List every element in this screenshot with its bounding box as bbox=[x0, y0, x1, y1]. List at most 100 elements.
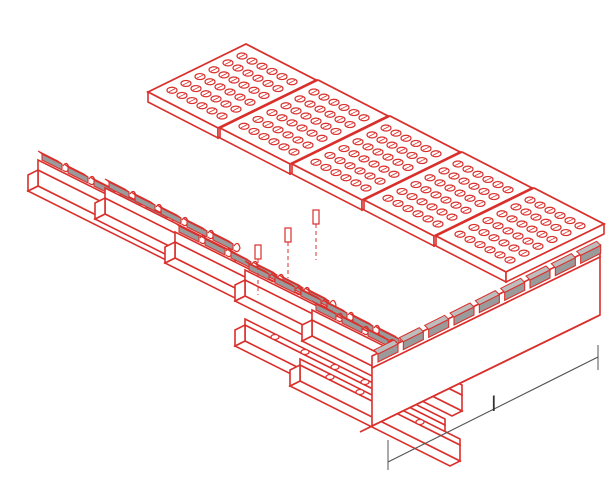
hole-hatch bbox=[376, 179, 384, 184]
hole-hatch bbox=[476, 242, 484, 247]
hole-hatch bbox=[192, 86, 200, 91]
hole-hatch bbox=[490, 235, 498, 240]
hole-hatch bbox=[210, 67, 218, 72]
pad-top bbox=[156, 204, 182, 219]
hole-hatch bbox=[484, 218, 492, 223]
hole-hatch bbox=[316, 107, 324, 112]
hole-hatch bbox=[250, 88, 258, 93]
bolt-1 bbox=[284, 227, 292, 278]
hole-hatch bbox=[248, 59, 256, 64]
hole-hatch bbox=[304, 143, 312, 148]
hole-hatch bbox=[390, 172, 398, 177]
hole-hatch bbox=[292, 108, 300, 113]
hole-hatch bbox=[418, 158, 426, 163]
hole-hatch bbox=[268, 110, 276, 115]
hole-hatch bbox=[274, 127, 282, 132]
clip-hook bbox=[233, 242, 241, 253]
hole-hatch bbox=[226, 90, 234, 94]
pad-top bbox=[208, 230, 234, 245]
hole-hatch bbox=[240, 124, 248, 129]
hole-hatch bbox=[244, 71, 252, 76]
hole-hatch bbox=[278, 115, 286, 120]
hole-hatch bbox=[312, 119, 320, 124]
hole-hatch bbox=[462, 208, 470, 213]
hole-hatch bbox=[480, 230, 488, 235]
hole-hatch bbox=[566, 218, 574, 223]
perforated-panels bbox=[145, 42, 607, 284]
hole-hatch bbox=[556, 213, 564, 218]
hole-hatch bbox=[504, 228, 512, 233]
hole-hatch bbox=[562, 230, 570, 235]
hole-hatch bbox=[508, 216, 516, 221]
hole-hatch bbox=[356, 168, 364, 173]
hole-hatch bbox=[322, 124, 330, 129]
bolt-hole bbox=[300, 348, 310, 356]
hole-hatch bbox=[426, 175, 434, 180]
hole-hatch bbox=[470, 184, 478, 189]
hole-hatch bbox=[436, 180, 444, 185]
hole-hatch bbox=[464, 167, 472, 172]
hole-hatch bbox=[326, 112, 334, 117]
front-pad-top bbox=[525, 265, 551, 281]
pad-top bbox=[304, 287, 330, 302]
hole-hatch bbox=[340, 146, 348, 151]
hole-hatch bbox=[196, 74, 204, 79]
hole-hatch bbox=[216, 84, 224, 89]
hole-hatch bbox=[374, 150, 382, 154]
hole-hatch bbox=[392, 131, 400, 136]
pad-top bbox=[322, 299, 348, 314]
hole-hatch bbox=[428, 204, 436, 209]
hole-hatch bbox=[382, 126, 390, 130]
hole-hatch bbox=[394, 160, 402, 165]
hole-hatch bbox=[236, 95, 244, 100]
front-beam bbox=[359, 240, 602, 433]
hole-hatch bbox=[418, 199, 426, 204]
pad-top bbox=[182, 217, 208, 232]
front-pad-top bbox=[373, 339, 399, 355]
hole-hatch bbox=[318, 136, 326, 141]
hole-hatch bbox=[362, 186, 370, 190]
hole-hatch bbox=[494, 182, 502, 187]
hole-hatch bbox=[456, 232, 464, 237]
dim-line bbox=[387, 356, 599, 463]
hole-hatch bbox=[354, 139, 362, 144]
hole-hatch bbox=[206, 79, 214, 84]
hole-hatch bbox=[290, 150, 298, 154]
front-pad-top bbox=[398, 327, 425, 343]
hole-hatch bbox=[538, 232, 546, 237]
front-pad-top bbox=[575, 240, 602, 256]
hole-hatch bbox=[504, 187, 512, 192]
hole-hatch bbox=[484, 177, 492, 182]
hole-hatch bbox=[282, 103, 290, 108]
hole-hatch bbox=[296, 96, 304, 101]
pad-top bbox=[374, 325, 400, 340]
bolt-2 bbox=[312, 209, 320, 260]
hole-hatch bbox=[182, 81, 190, 86]
bolt-hole bbox=[360, 378, 370, 386]
hole-hatch bbox=[394, 201, 402, 206]
hole-hatch bbox=[322, 165, 330, 170]
hole-hatch bbox=[224, 60, 232, 65]
hole-hatch bbox=[280, 144, 288, 149]
hole-hatch bbox=[526, 198, 534, 202]
hole-hatch bbox=[494, 223, 502, 228]
hole-hatch bbox=[310, 90, 318, 94]
hole-hatch bbox=[422, 146, 430, 151]
hole-hatch bbox=[188, 98, 196, 103]
hole-hatch bbox=[434, 222, 442, 226]
hole-hatch bbox=[404, 165, 412, 170]
pad-top bbox=[130, 191, 156, 206]
hole-hatch bbox=[404, 206, 412, 211]
hole-hatch bbox=[524, 239, 532, 244]
hole-hatch bbox=[548, 237, 556, 242]
hole-hatch bbox=[380, 167, 388, 172]
hole-hatch bbox=[178, 93, 186, 98]
hole-hatch bbox=[456, 191, 464, 196]
hole-hatch bbox=[412, 182, 420, 187]
hole-hatch bbox=[346, 163, 354, 168]
hole-hatch bbox=[512, 204, 520, 209]
hole-hatch bbox=[168, 88, 176, 93]
hole-hatch bbox=[198, 103, 206, 108]
